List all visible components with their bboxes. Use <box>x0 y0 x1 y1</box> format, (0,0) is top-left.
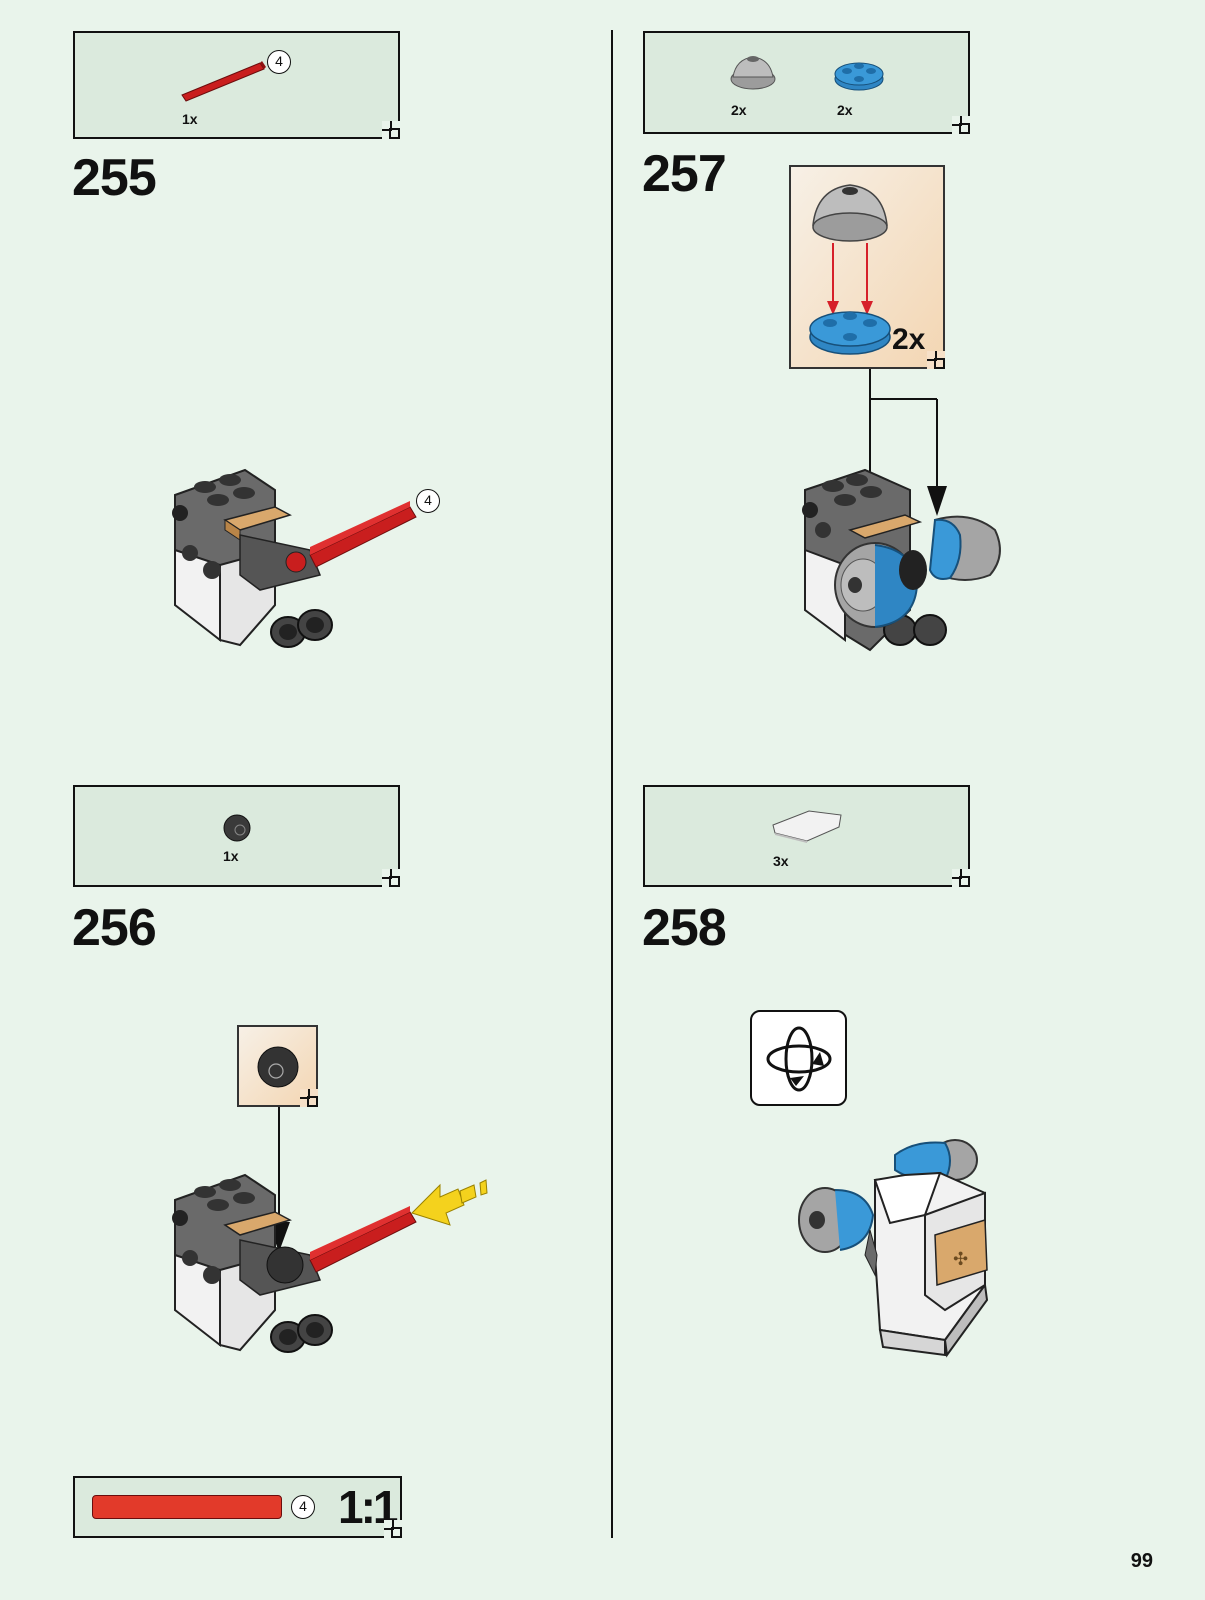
model-length-callout: 4 <box>416 489 440 513</box>
part-qty: 1x <box>223 848 239 864</box>
parts-box-255: 4 1x <box>73 31 400 139</box>
part-qty: 1x <box>182 111 198 127</box>
part-callout-256 <box>237 1025 318 1107</box>
column-divider <box>611 30 613 1538</box>
part-qty: 2x <box>837 102 853 118</box>
box-corner-icon <box>382 869 400 887</box>
white-wedge-tile-part <box>769 807 844 843</box>
scale-box: 4 1:1 <box>73 1476 402 1538</box>
box-corner-icon <box>382 121 400 139</box>
box-corner-icon <box>952 116 970 134</box>
page-number: 99 <box>1131 1550 1153 1573</box>
box-corner-icon <box>384 1520 402 1538</box>
box-corner-icon <box>952 869 970 887</box>
box-corner-icon <box>927 351 945 369</box>
step-number-256: 256 <box>72 902 156 954</box>
svg-text:✣: ✣ <box>953 1249 968 1270</box>
gray-round-brick-part <box>728 53 778 93</box>
azure-round-plate-part <box>833 57 885 93</box>
part-qty: 3x <box>773 853 789 869</box>
dark-round-tile-part <box>222 813 252 843</box>
red-axle-part <box>180 55 270 105</box>
part-qty: 2x <box>731 102 747 118</box>
part-length-callout: 4 <box>267 50 291 74</box>
parts-box-258: 3x <box>643 785 970 887</box>
box-corner-icon <box>300 1089 318 1107</box>
push-arrow-icon <box>410 1175 490 1230</box>
model-illustration-255 <box>160 455 450 665</box>
subassembly-qty: 2x <box>892 323 925 357</box>
model-illustration-258: ✣ <box>795 1135 1020 1360</box>
step-number-255: 255 <box>72 152 156 204</box>
parts-box-257: 2x 2x <box>643 31 970 134</box>
step-number-257: 257 <box>642 148 726 200</box>
step-number-258: 258 <box>642 902 726 954</box>
parts-box-256: 1x <box>73 785 400 887</box>
scale-length-callout: 4 <box>291 1495 315 1519</box>
model-illustration-257 <box>795 460 1010 665</box>
subassembly-callout-257: 2x <box>789 165 945 369</box>
red-axle-scale-part <box>92 1495 282 1519</box>
rotate-model-icon <box>750 1010 847 1106</box>
